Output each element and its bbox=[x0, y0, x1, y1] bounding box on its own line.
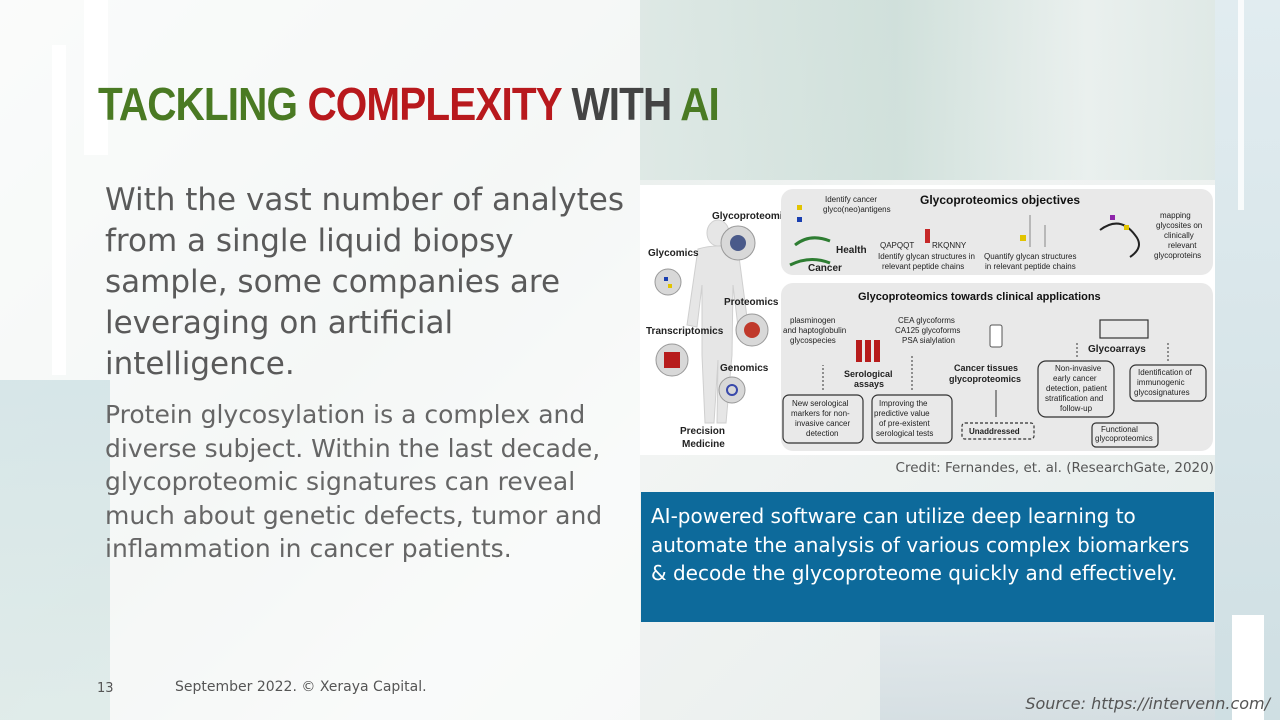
omics-icons bbox=[654, 225, 769, 404]
callout-text: AI-powered software can utilize deep lea… bbox=[651, 504, 1190, 585]
omics-label: Transcriptomics bbox=[646, 326, 724, 337]
top-panel-text: Identify cancer glyco(neo)antigens Healt… bbox=[808, 195, 1202, 274]
bg-pane bbox=[640, 0, 1280, 180]
omics-label: Glycomics bbox=[648, 248, 699, 259]
top-panel-title: Glycoproteomics objectives bbox=[920, 193, 1080, 207]
svg-text:glycosignatures: glycosignatures bbox=[1134, 388, 1190, 397]
omics-label: Proteomics bbox=[724, 297, 779, 308]
top-panel bbox=[781, 189, 1213, 275]
bg-pane bbox=[880, 620, 1215, 720]
svg-text:markers for non-: markers for non- bbox=[791, 409, 850, 418]
svg-text:immunogenic: immunogenic bbox=[1137, 378, 1185, 387]
svg-text:Identify cancer: Identify cancer bbox=[825, 195, 877, 204]
title-part: TACKLING bbox=[98, 78, 308, 130]
svg-text:relevant: relevant bbox=[1168, 241, 1197, 250]
omics-label: Precision bbox=[680, 426, 725, 437]
title-part: COMPLEXITY bbox=[307, 78, 572, 130]
svg-text:QAPQQT: QAPQQT bbox=[880, 241, 914, 250]
svg-text:CEA glycoforms: CEA glycoforms bbox=[898, 316, 955, 325]
svg-text:Functional: Functional bbox=[1101, 425, 1138, 434]
svg-text:early cancer: early cancer bbox=[1053, 374, 1097, 383]
source-link[interactable]: Source: https://intervenn.com/ bbox=[1025, 694, 1270, 713]
svg-text:glycosites on: glycosites on bbox=[1156, 221, 1202, 230]
svg-text:glycoproteomics: glycoproteomics bbox=[1095, 434, 1153, 443]
decor-bar bbox=[84, 0, 108, 155]
figure-credit: Credit: Fernandes, et. al. (ResearchGate… bbox=[895, 460, 1214, 476]
bottom-panel-glyphs bbox=[822, 324, 1169, 417]
svg-text:Cancer: Cancer bbox=[808, 263, 842, 274]
svg-text:assays: assays bbox=[854, 379, 884, 389]
bottom-panel bbox=[781, 283, 1213, 451]
bottom-panel-boxes bbox=[782, 319, 1207, 448]
svg-text:Identification of: Identification of bbox=[1138, 368, 1193, 377]
svg-text:and haptoglobulin: and haptoglobulin bbox=[783, 326, 846, 335]
svg-text:serological tests: serological tests bbox=[876, 429, 933, 438]
body-paragraph: Protein glycosylation is a complex and d… bbox=[105, 400, 603, 563]
svg-text:glycoproteomics: glycoproteomics bbox=[949, 374, 1021, 384]
svg-text:plasminogen: plasminogen bbox=[790, 316, 835, 325]
decor-bar bbox=[1232, 615, 1264, 720]
svg-text:clinically: clinically bbox=[1164, 231, 1194, 240]
top-panel-glyphs bbox=[789, 205, 1140, 267]
svg-text:glyco(neo)antigens: glyco(neo)antigens bbox=[823, 205, 891, 214]
bg-pane bbox=[1215, 0, 1280, 720]
callout-box: AI-powered software can utilize deep lea… bbox=[641, 492, 1214, 622]
omics-label: Medicine bbox=[682, 439, 725, 450]
svg-text:CA125 glycoforms: CA125 glycoforms bbox=[895, 326, 960, 335]
figure-svg: Glycoproteomics Glycomics Proteomics Tra… bbox=[646, 189, 1213, 451]
svg-text:PSA sialylation: PSA sialylation bbox=[902, 336, 955, 345]
svg-text:detection, patient: detection, patient bbox=[1046, 384, 1108, 393]
bg-pane bbox=[0, 380, 110, 720]
svg-text:in relevant peptide chains: in relevant peptide chains bbox=[985, 262, 1076, 271]
omics-labels: Glycoproteomics Glycomics Proteomics Tra… bbox=[646, 211, 794, 450]
svg-text:glycoproteins: glycoproteins bbox=[1154, 251, 1201, 260]
svg-text:Health: Health bbox=[836, 245, 867, 256]
svg-text:follow-up: follow-up bbox=[1060, 404, 1093, 413]
svg-text:stratification and: stratification and bbox=[1045, 394, 1103, 403]
svg-text:Glycoarrays: Glycoarrays bbox=[1088, 344, 1146, 355]
svg-text:Quantify glycan structures: Quantify glycan structures bbox=[984, 252, 1076, 261]
svg-text:predictive value: predictive value bbox=[874, 409, 930, 418]
svg-text:relevant peptide chains: relevant peptide chains bbox=[882, 262, 964, 271]
title-part: AI bbox=[680, 78, 720, 130]
svg-text:of pre-existent: of pre-existent bbox=[879, 419, 930, 428]
page-number: 13 bbox=[97, 681, 114, 696]
bottom-panel-title: Glycoproteomics towards clinical applica… bbox=[858, 291, 1101, 303]
decor-bar bbox=[1238, 0, 1244, 210]
svg-text:Unaddressed: Unaddressed bbox=[969, 427, 1020, 436]
footer-text: September 2022. © Xeraya Capital. bbox=[175, 679, 427, 695]
omics-label: Genomics bbox=[720, 363, 769, 374]
slide-title: TACKLING COMPLEXITY WITH AI bbox=[98, 78, 720, 130]
svg-text:Cancer tissues: Cancer tissues bbox=[954, 363, 1018, 373]
svg-text:Non-invasive: Non-invasive bbox=[1055, 364, 1102, 373]
lead-paragraph: With the vast number of analytes from a … bbox=[105, 182, 625, 382]
svg-text:invasive cancer: invasive cancer bbox=[795, 419, 850, 428]
svg-text:New serological: New serological bbox=[792, 399, 849, 408]
decor-bar bbox=[52, 45, 66, 375]
svg-text:Serological: Serological bbox=[844, 369, 893, 379]
bottom-panel-text: plasminogen and haptoglobulin glycospeci… bbox=[783, 316, 1193, 443]
omics-label: Glycoproteomics bbox=[712, 211, 794, 222]
svg-text:mapping: mapping bbox=[1160, 211, 1191, 220]
svg-text:RKQNNY: RKQNNY bbox=[932, 241, 967, 250]
svg-text:glycospecies: glycospecies bbox=[790, 336, 836, 345]
svg-text:Improving the: Improving the bbox=[879, 399, 928, 408]
title-part: WITH bbox=[571, 78, 681, 130]
svg-text:detection: detection bbox=[806, 429, 838, 438]
glycoproteomics-figure: Glycoproteomics Glycomics Proteomics Tra… bbox=[640, 185, 1215, 455]
svg-text:Identify glycan structures in: Identify glycan structures in bbox=[878, 252, 975, 261]
